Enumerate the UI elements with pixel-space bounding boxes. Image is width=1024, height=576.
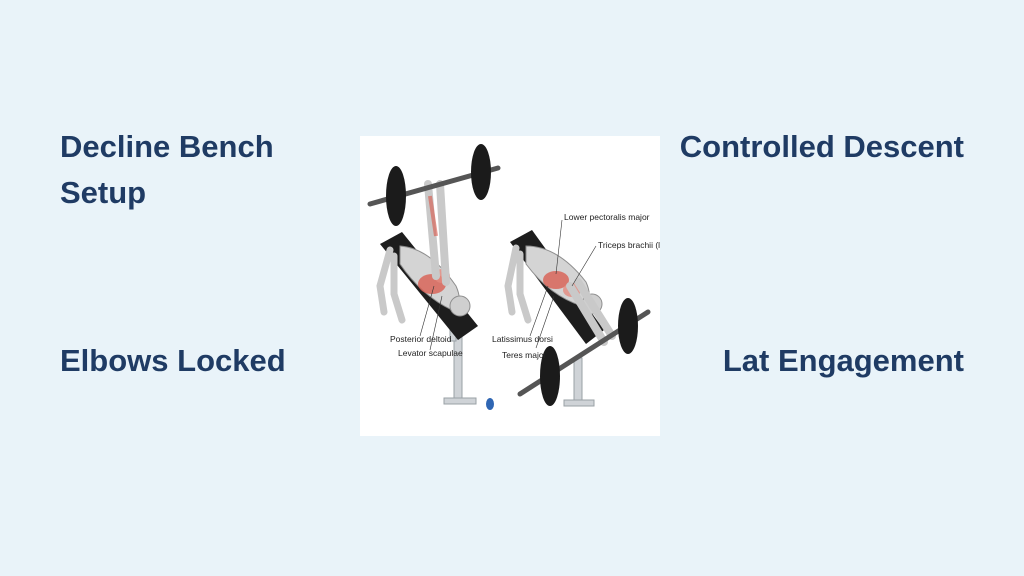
annotation-latissimus: Latissimus dorsi (492, 334, 553, 344)
annotation-teres-major: Teres major (502, 350, 547, 360)
label-elbows-locked: Elbows Locked (60, 343, 286, 378)
annotation-levator-scapulae: Levator scapulae (398, 348, 463, 358)
label-decline-bench-setup: Decline Bench Setup (60, 129, 274, 210)
barbell-top (367, 144, 501, 226)
annotation-triceps: Triceps brachii (long head only) (598, 240, 660, 250)
label-lat-engagement: Lat Engagement (722, 343, 964, 378)
logo-mark (486, 398, 494, 410)
label-controlled-descent: Controlled Descent (679, 129, 964, 164)
exercise-illustration: Posterior deltoid Levator scapulae (360, 136, 660, 436)
figure-stretch-position: Lower pectoralis major Triceps brachii (… (492, 212, 660, 407)
annotation-lower-pectoralis: Lower pectoralis major (564, 212, 650, 222)
annotation-posterior-deltoid: Posterior deltoid (390, 334, 452, 344)
barbell-bottom (517, 298, 651, 406)
figure-start-position: Posterior deltoid Levator scapulae (367, 144, 501, 410)
